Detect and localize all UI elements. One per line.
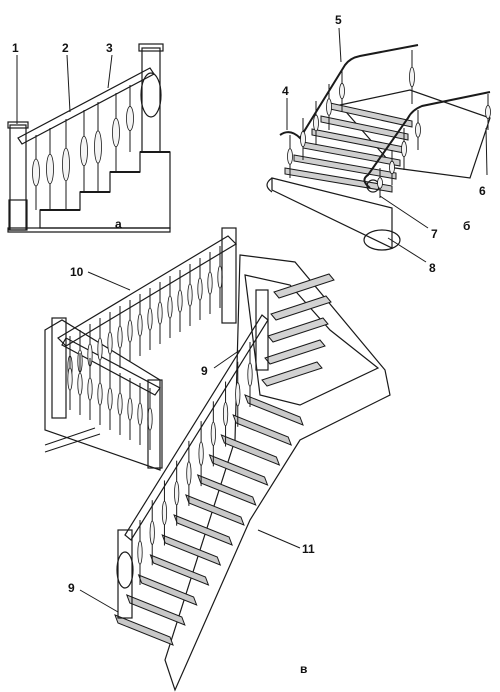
upper-steps-v — [261, 273, 335, 387]
figure-label-v: в — [300, 662, 307, 676]
figure-v: 10 9 11 9 в — [44, 227, 391, 692]
label-2: 2 — [62, 41, 69, 55]
stringer-wall-v — [164, 254, 391, 692]
treads-a — [40, 151, 170, 211]
steps-b — [284, 102, 413, 193]
balusters-a — [32, 85, 134, 210]
newel-post-bottom-a — [7, 121, 29, 231]
handrail-left-b — [279, 44, 419, 140]
handrail-a — [17, 67, 155, 145]
gallery-wall-v — [44, 319, 161, 471]
cross-handrail-v — [61, 337, 161, 396]
label-9-lower: 9 — [68, 581, 75, 595]
label-6: 6 — [479, 184, 486, 198]
label-8: 8 — [429, 261, 436, 275]
label-5: 5 — [335, 13, 342, 27]
label-1: 1 — [12, 41, 19, 55]
label-9-upper: 9 — [201, 364, 208, 378]
label-4: 4 — [282, 84, 289, 98]
label-11: 11 — [302, 542, 315, 556]
balusters-b — [287, 50, 491, 198]
label-7: 7 — [431, 227, 438, 241]
label-3: 3 — [106, 41, 113, 55]
figure-label-a: а — [115, 217, 122, 231]
figure-b: 4 5 6 7 8 б — [266, 13, 491, 275]
steps-v — [114, 394, 304, 646]
figure-label-b: б — [463, 219, 470, 233]
main-balusters-v — [137, 342, 253, 585]
newel-post-top-a — [138, 43, 164, 153]
label-10: 10 — [70, 265, 84, 279]
handrail-right-b — [363, 91, 491, 189]
newel-posts-v — [51, 227, 269, 619]
figure-a: 1 2 3 а — [7, 41, 171, 233]
landing-b — [338, 89, 491, 179]
gallery-balusters-v — [67, 246, 223, 398]
cross-balusters-v — [67, 348, 153, 450]
upper-flight-v — [244, 274, 380, 406]
stringer-a — [39, 151, 171, 229]
